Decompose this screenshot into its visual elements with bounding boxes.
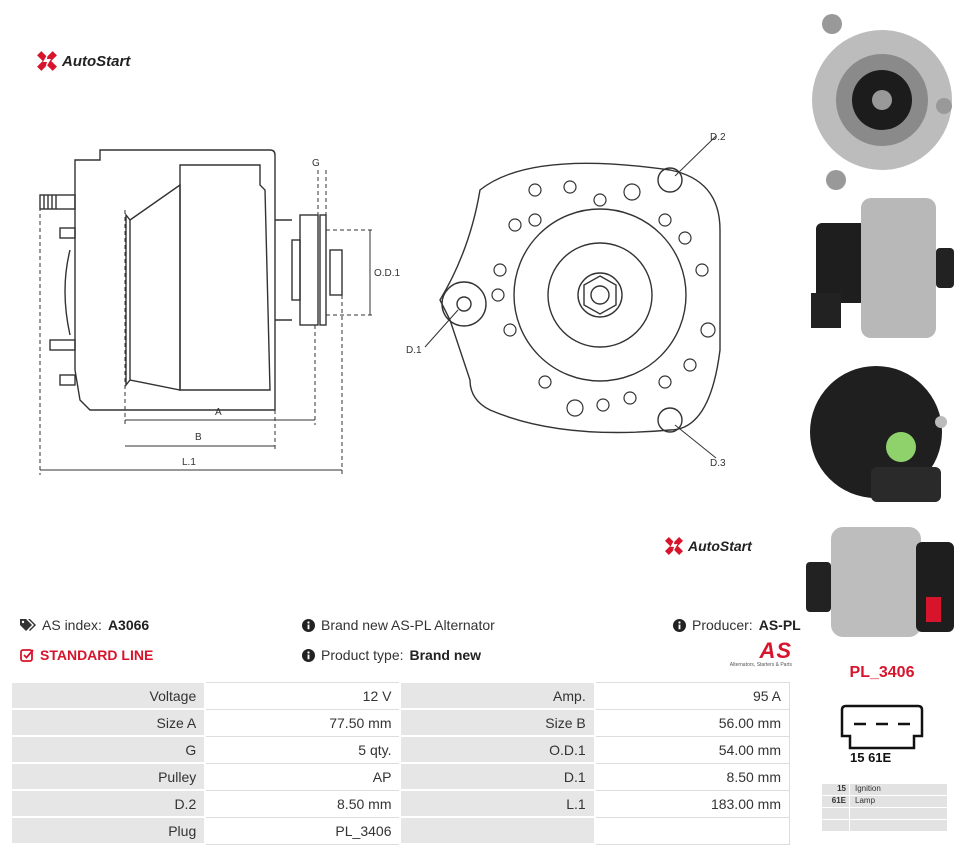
spec-label: G <box>9 735 207 764</box>
producer-label: Producer: <box>692 617 753 633</box>
spec-label: Plug <box>9 816 207 845</box>
brand-logo-top: AutoStart <box>36 50 130 72</box>
description-text: Brand new AS-PL Alternator <box>321 617 495 633</box>
dim-g-label: G <box>312 158 320 169</box>
standard-line: STANDARD LINE <box>20 647 153 663</box>
plug-pin-number: 61E <box>822 796 849 807</box>
brand-name-mid: AutoStart <box>688 538 752 554</box>
product-photo-angle <box>806 517 958 647</box>
spec-value: 95 A <box>594 681 790 710</box>
spec-label: Size A <box>9 708 207 737</box>
spec-label: Size B <box>399 708 596 737</box>
plug-pin-description <box>850 808 947 819</box>
spec-value: 8.50 mm <box>594 762 790 791</box>
dim-b-label: B <box>195 432 202 443</box>
spec-value: AP <box>204 762 401 791</box>
spec-label <box>399 816 596 845</box>
spec-label: O.D.1 <box>399 735 596 764</box>
spec-value: 77.50 mm <box>204 708 401 737</box>
producer-tagline: Alternators, Starters & Parts <box>729 662 792 668</box>
dim-d2-label: D.2 <box>710 132 726 143</box>
spec-label: Voltage <box>9 681 207 710</box>
product-type: Product type: Brand new <box>302 647 481 663</box>
plug-pin-number: 15 <box>822 784 849 795</box>
plug-title: PL_3406 <box>849 664 915 681</box>
spec-value: 56.00 mm <box>594 708 790 737</box>
info-icon <box>302 618 315 632</box>
spec-label: D.1 <box>399 762 596 791</box>
dim-d1-label: D.1 <box>406 345 422 356</box>
as-index-value: A3066 <box>107 617 150 633</box>
info-icon <box>673 618 686 632</box>
as-index-label: AS index: <box>42 617 102 633</box>
spec-label: L.1 <box>399 789 596 818</box>
producer-value: AS-PL <box>758 617 801 633</box>
spec-value: 12 V <box>204 681 401 710</box>
spec-label: D.2 <box>9 789 207 818</box>
brand-name: AutoStart <box>62 52 131 70</box>
plug-pin-description <box>850 820 947 831</box>
plug-diagram <box>840 704 924 757</box>
info-icon <box>302 648 315 662</box>
description: Brand new AS-PL Alternator <box>302 617 495 633</box>
product-type-value: Brand new <box>409 647 482 663</box>
autostart-logo-icon <box>37 51 57 71</box>
as-index: AS index: A3066 <box>20 617 149 633</box>
producer-logo: AS Alternators, Starters & Parts <box>716 640 792 669</box>
product-photo-side <box>806 193 958 343</box>
plug-pins-text: 15 61E <box>850 750 892 765</box>
product-type-label: Product type: <box>321 647 404 663</box>
spec-label: Amp. <box>399 681 596 710</box>
check-square-icon <box>20 649 34 662</box>
plug-connector-icon <box>840 704 924 750</box>
spec-value: 5 qty. <box>204 735 401 764</box>
spec-value: 54.00 mm <box>594 735 790 764</box>
plug-pin-number <box>822 820 849 831</box>
dim-od1-label: O.D.1 <box>374 268 401 279</box>
brand-logo-mid: AutoStart <box>664 536 752 556</box>
product-photo-front <box>806 6 958 194</box>
plug-pin-number <box>822 808 849 819</box>
producer: Producer: AS-PL <box>673 617 801 633</box>
spec-value: 8.50 mm <box>204 789 401 818</box>
dim-l1-label: L.1 <box>182 457 196 468</box>
standard-line-label: STANDARD LINE <box>40 647 154 663</box>
producer-logo-text: AS <box>759 638 792 663</box>
technical-drawing: A B L.1 G O.D.1 D.1 D.2 D.3 <box>39 132 726 475</box>
product-photo-rear <box>806 352 958 512</box>
plug-pin-description: Ignition <box>850 784 947 795</box>
plug-pin-row <box>822 808 947 819</box>
spec-value <box>594 816 790 845</box>
dim-d3-label: D.3 <box>710 458 726 469</box>
spec-value: PL_3406 <box>204 816 401 845</box>
plug-pin-row <box>822 820 947 831</box>
tags-icon <box>20 619 36 631</box>
spec-value: 183.00 mm <box>594 789 790 818</box>
dim-a-label: A <box>215 407 222 418</box>
spec-label: Pulley <box>9 762 207 791</box>
plug-pin-description: Lamp <box>850 796 947 807</box>
autostart-logo-icon <box>665 537 683 555</box>
